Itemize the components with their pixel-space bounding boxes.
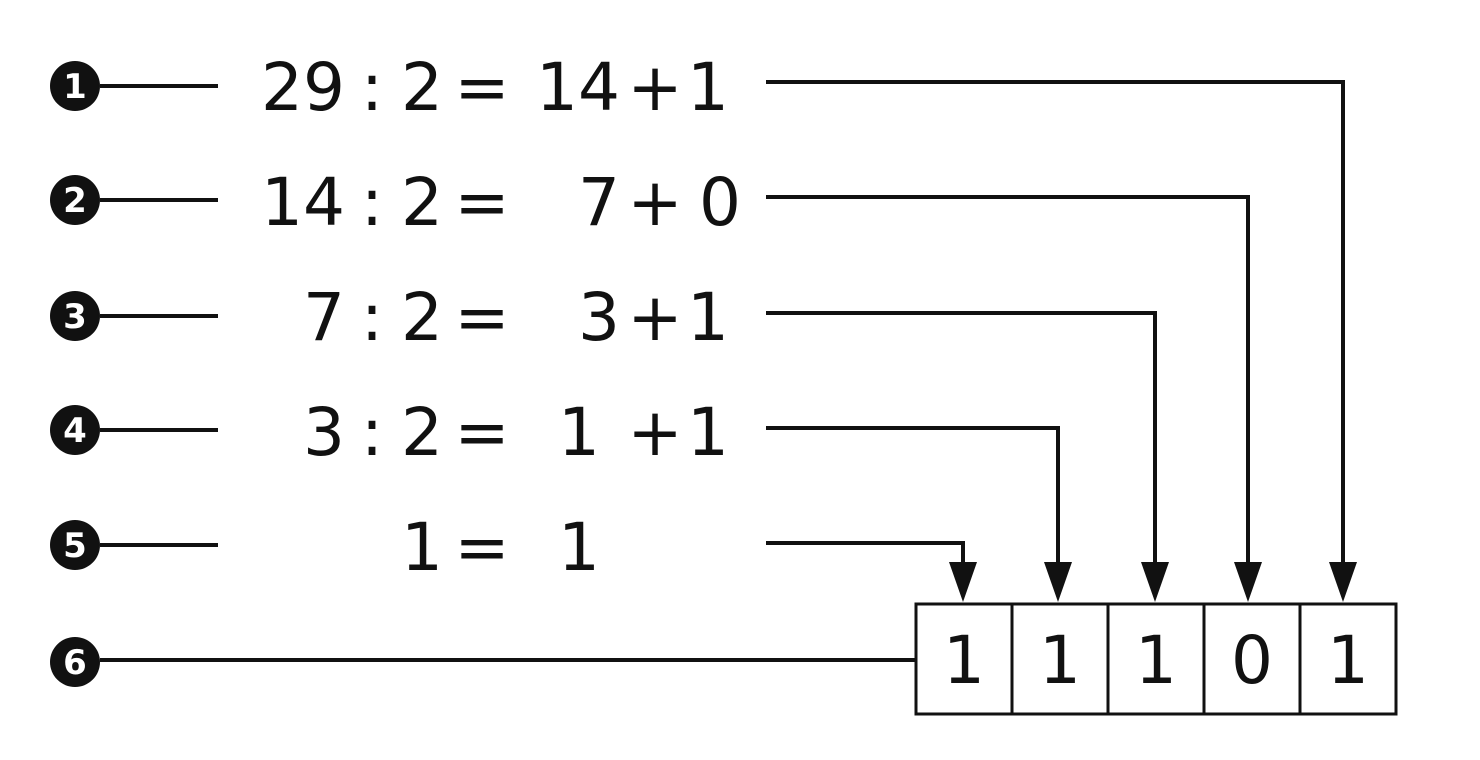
dividend-4: 3	[303, 394, 345, 471]
arrowhead-row-3	[1141, 562, 1169, 602]
remainder-1: 1	[687, 49, 729, 126]
equals-sign-1: =	[454, 49, 509, 126]
connector-row-2	[766, 195, 1250, 566]
step-badge-5-number: 5	[63, 526, 87, 566]
binary-digit-2: 1	[1039, 622, 1081, 699]
remainder-connectors	[766, 80, 1357, 602]
plus-sign-2: +	[627, 164, 682, 241]
quotient-2: 7	[578, 164, 620, 241]
step-badge-4-number: 4	[63, 411, 87, 451]
quotient-1: 14	[536, 49, 620, 126]
divisor-3: 2	[401, 279, 443, 356]
divisor-5: 1	[401, 509, 443, 586]
arrowhead-row-2	[1234, 562, 1262, 602]
dividend-1: 29	[261, 49, 345, 126]
division-sign-2: :	[361, 164, 383, 241]
division-sign-3: :	[361, 279, 383, 356]
quotient-4: 1	[558, 394, 600, 471]
binary-digit-3: 1	[1135, 622, 1177, 699]
dividend-2: 14	[261, 164, 345, 241]
equals-sign-4: =	[454, 394, 509, 471]
step-badge-2-number: 2	[63, 181, 87, 221]
step-badge-4	[50, 405, 100, 455]
dividend-3: 7	[303, 279, 345, 356]
remainder-3: 1	[687, 279, 729, 356]
result-row: 6 1 1 1 0 1	[50, 602, 1398, 716]
remainder-4: 1	[687, 394, 729, 471]
step-badge-5	[50, 520, 100, 570]
binary-cell-3	[1106, 602, 1206, 716]
quotient-5: 1	[558, 509, 600, 586]
binary-cell-2	[1010, 602, 1110, 716]
step-badge-6-number: 6	[63, 643, 87, 683]
equals-sign-3: =	[454, 279, 509, 356]
plus-sign-3: +	[627, 279, 682, 356]
arrowhead-row-4	[1044, 562, 1072, 602]
division-sign-1: :	[361, 49, 383, 126]
step-badge-1	[50, 61, 100, 111]
connector-row-5	[766, 541, 965, 566]
binary-digit-5: 1	[1327, 622, 1369, 699]
division-sign-4: :	[361, 394, 383, 471]
division-row-2: 2 14 : 2 = 7 + 0	[50, 164, 741, 241]
divisor-2: 2	[401, 164, 443, 241]
binary-cell-5	[1298, 602, 1398, 716]
division-row-1: 1 29 : 2 = 14 + 1	[50, 49, 729, 126]
division-row-3: 3 7 : 2 = 3 + 1	[50, 279, 729, 356]
binary-digit-1: 1	[943, 622, 985, 699]
plus-sign-1: +	[627, 49, 682, 126]
step-badge-6	[50, 637, 100, 687]
divisor-1: 2	[401, 49, 443, 126]
division-row-5: 5 1 = 1	[50, 509, 600, 586]
divisor-4: 2	[401, 394, 443, 471]
connector-row-4	[766, 426, 1060, 566]
step-badge-1-number: 1	[63, 67, 87, 107]
division-row-4: 4 3 : 2 = 1 + 1	[50, 394, 729, 471]
plus-sign-4: +	[627, 394, 682, 471]
step-badge-3	[50, 291, 100, 341]
connector-row-1	[766, 80, 1345, 566]
remainder-2: 0	[699, 164, 741, 241]
quotient-3: 3	[578, 279, 620, 356]
binary-digit-4: 0	[1231, 622, 1273, 699]
binary-cell-1	[914, 602, 1014, 716]
arrowhead-row-1	[1329, 562, 1357, 602]
step-badge-3-number: 3	[63, 297, 87, 337]
equals-sign-2: =	[454, 164, 509, 241]
arrowhead-row-5	[949, 562, 977, 602]
step-badge-2	[50, 175, 100, 225]
connector-row-3	[766, 311, 1157, 566]
equals-sign-5: =	[454, 509, 509, 586]
